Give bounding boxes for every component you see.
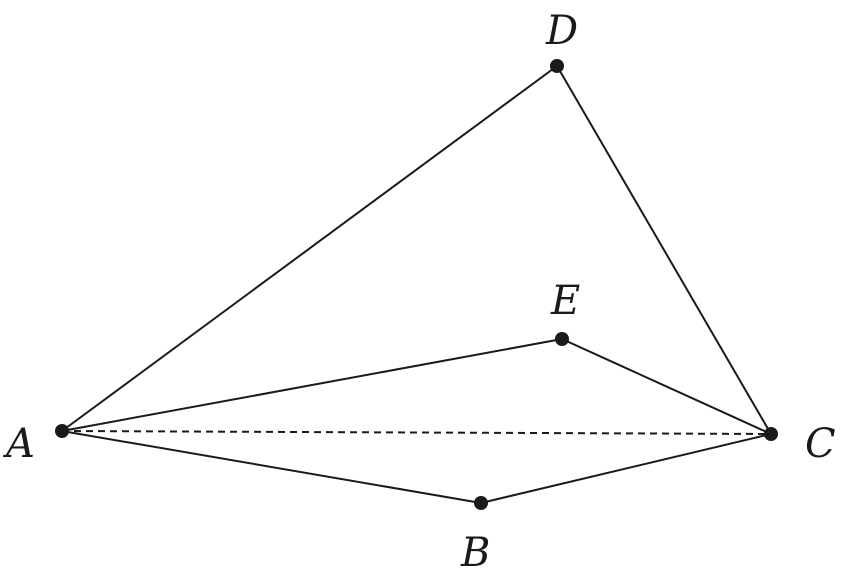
labels-group: A B C D E	[2, 8, 836, 576]
segment-AC	[61, 430, 772, 435]
label-D: D	[545, 8, 578, 54]
segment-EC	[561, 338, 772, 435]
segment-AD	[61, 65, 558, 432]
label-C: C	[805, 421, 836, 467]
point-C	[764, 427, 778, 441]
label-A: A	[2, 421, 35, 467]
label-B: B	[460, 530, 490, 576]
point-E	[555, 332, 569, 346]
point-B	[474, 496, 488, 510]
segments-group	[61, 65, 772, 504]
points-group	[55, 59, 778, 510]
segment-AE	[61, 338, 563, 432]
label-E: E	[550, 278, 580, 324]
segment-DC	[556, 65, 772, 435]
point-D	[550, 59, 564, 73]
segment-AB	[61, 430, 482, 504]
segment-BC	[480, 433, 772, 504]
point-A	[55, 424, 69, 438]
